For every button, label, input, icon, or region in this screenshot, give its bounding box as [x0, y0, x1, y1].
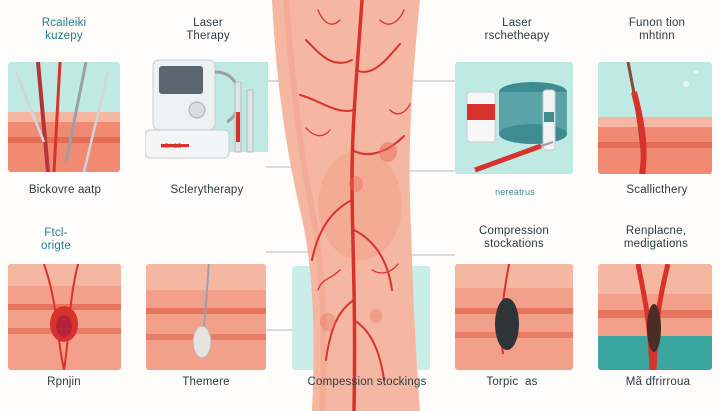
compression-title: Compression stockations	[479, 225, 549, 250]
bottom-left-caption: Rpnjin	[47, 376, 81, 388]
mid-left-caption: Bickovre aatp	[28, 184, 102, 196]
bottom-theme-panel	[146, 264, 266, 370]
top-left-panel	[8, 62, 120, 172]
top-right-laser-title: Laser rschetheapy	[484, 17, 550, 42]
bottom-center-caption: Compession stockings	[307, 376, 427, 388]
replacement-title: Renplacne, medigations	[623, 225, 689, 250]
top-right-laser-panel	[455, 62, 573, 174]
bottom-far-right-panel	[598, 264, 712, 370]
mid-right-caption: nereatrus	[495, 187, 535, 197]
laser-device-panel	[145, 52, 268, 170]
bottom-theme-caption: Themere	[182, 376, 230, 388]
left-mid-title: Ftcl- origte	[41, 227, 71, 252]
top-far-right-panel	[598, 62, 712, 174]
top-left-title: Rcaileiki kuzepy	[41, 17, 87, 42]
bottom-right-caption: Torpic as	[486, 376, 538, 388]
bottom-left-panel	[8, 264, 121, 370]
mid-sclero-caption: Sclerytherapy	[170, 184, 244, 196]
bottom-far-right-caption: Mã dfrirroua	[625, 376, 691, 388]
device-brand-label: LEACE	[161, 144, 182, 150]
top-far-right-title: Funon tion mhtinn	[628, 17, 686, 42]
laser-therapy-title: Laser Therapy	[186, 17, 230, 42]
mid-far-right-caption: Scallicthery	[626, 184, 688, 196]
bottom-right-panel	[455, 264, 573, 370]
